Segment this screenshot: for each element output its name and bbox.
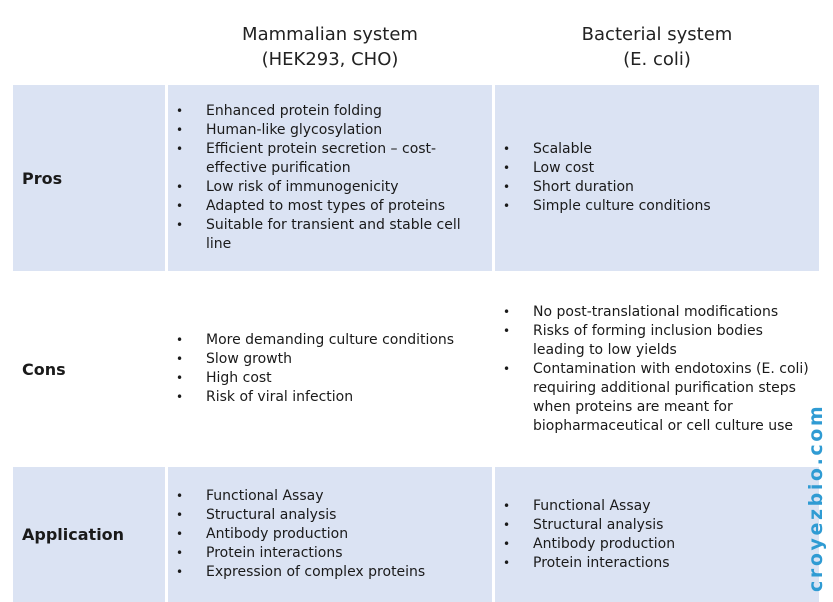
list-item: Low cost	[495, 159, 819, 178]
list-item: Short duration	[495, 178, 819, 197]
list-item: Antibody production	[168, 525, 492, 544]
list-item: Structural analysis	[168, 506, 492, 525]
pros-mammalian-cell: Enhanced protein foldingHuman-like glyco…	[168, 85, 492, 271]
cons-label: Cons	[22, 359, 66, 379]
list-item: Functional Assay	[495, 497, 819, 516]
pros-bacterial-list: ScalableLow costShort durationSimple cul…	[495, 140, 819, 216]
list-item: Structural analysis	[495, 516, 819, 535]
list-item: No post-translational modifications	[495, 303, 819, 322]
list-item: Contamination with endotoxins (E. coli) …	[495, 360, 819, 436]
cons-bacterial-list: No post-translational modificationsRisks…	[495, 303, 819, 436]
application-label: Application	[22, 525, 125, 544]
pros-label: Pros	[22, 168, 63, 188]
list-item: Suitable for transient and stable cell l…	[168, 216, 492, 254]
application-bacterial-list: Functional AssayStructural analysisAntib…	[495, 497, 819, 573]
list-item: Risks of forming inclusion bodies leadin…	[495, 322, 819, 360]
row-label-pros: Pros	[13, 85, 165, 271]
list-item: Scalable	[495, 140, 819, 159]
application-mammalian-cell: Functional AssayStructural analysisAntib…	[168, 467, 492, 602]
application-bacterial-cell: Functional AssayStructural analysisAntib…	[495, 467, 819, 602]
pros-mammalian-list: Enhanced protein foldingHuman-like glyco…	[168, 102, 492, 254]
header-mammalian: Mammalian system (HEK293, CHO)	[168, 22, 492, 72]
cons-mammalian-list: More demanding culture conditionsSlow gr…	[168, 331, 492, 407]
cons-bacterial-cell: No post-translational modificationsRisks…	[495, 273, 819, 465]
row-label-cons: Cons	[13, 273, 165, 465]
list-item: Expression of complex proteins	[168, 563, 492, 582]
list-item: Adapted to most types of proteins	[168, 197, 492, 216]
cons-mammalian-cell: More demanding culture conditionsSlow gr…	[168, 273, 492, 465]
list-item: Protein interactions	[168, 544, 492, 563]
list-item: Simple culture conditions	[495, 197, 819, 216]
list-item: Human-like glycosylation	[168, 121, 492, 140]
watermark-text: croyezbio.com	[805, 403, 827, 592]
list-item: Enhanced protein folding	[168, 102, 492, 121]
header-bacterial: Bacterial system (E. coli)	[495, 22, 819, 72]
list-item: Slow growth	[168, 350, 492, 369]
row-label-application: Application	[13, 467, 165, 602]
list-item: More demanding culture conditions	[168, 331, 492, 350]
pros-bacterial-cell: ScalableLow costShort durationSimple cul…	[495, 85, 819, 271]
header-mammalian-line2: (HEK293, CHO)	[261, 49, 399, 70]
list-item: Low risk of immunogenicity	[168, 178, 492, 197]
application-mammalian-list: Functional AssayStructural analysisAntib…	[168, 487, 492, 582]
header-bacterial-line2: (E. coli)	[623, 49, 691, 70]
header-mammalian-line1: Mammalian system	[242, 24, 418, 45]
list-item: Protein interactions	[495, 554, 819, 573]
list-item: High cost	[168, 369, 492, 388]
list-item: Efficient protein secretion – cost-effec…	[168, 140, 492, 178]
header-bacterial-line1: Bacterial system	[581, 24, 733, 45]
list-item: Antibody production	[495, 535, 819, 554]
list-item: Functional Assay	[168, 487, 492, 506]
list-item: Risk of viral infection	[168, 388, 492, 407]
